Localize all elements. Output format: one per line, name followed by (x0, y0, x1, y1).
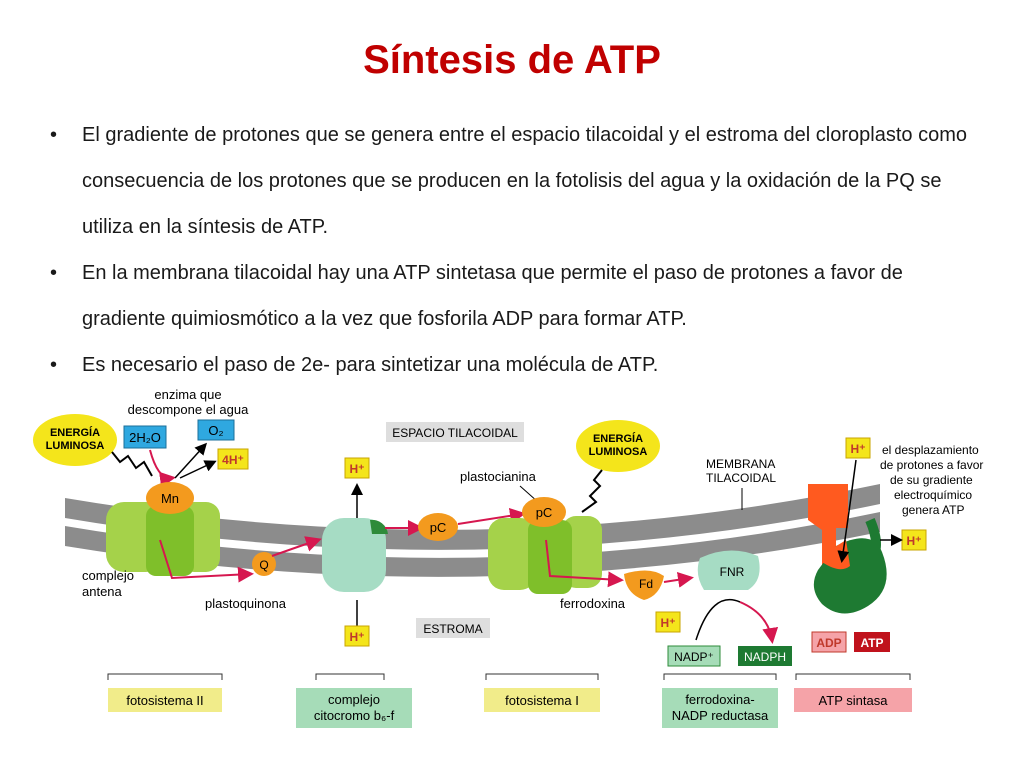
fotosistema-i-box: fotosistema I (484, 688, 600, 712)
proton-flow-arrow (837, 459, 857, 563)
svg-text:LUMINOSA: LUMINOSA (46, 440, 105, 452)
light-zigzag-1 (111, 451, 153, 477)
h4-box: 4H⁺ (217, 448, 249, 470)
plastoquinona-label: plastoquinona (205, 596, 287, 611)
nadp-box: NADP⁺ (667, 645, 721, 667)
fotosistema-ii-box: fotosistema II (108, 688, 222, 712)
enzima-label: enzima que (154, 387, 221, 402)
svg-text:ADP: ADP (816, 636, 841, 650)
fd-fnr-arrow (663, 571, 694, 588)
fnr-box: ferrodoxina- NADP reductasa (662, 688, 778, 728)
desplazamiento-label-3: de su gradiente (890, 473, 973, 487)
svg-text:pC: pC (536, 505, 553, 520)
bracket-lines (107, 673, 911, 680)
svg-text:4H⁺: 4H⁺ (222, 453, 244, 467)
ferrodoxina-label: ferrodoxina (560, 596, 626, 611)
svg-text:LUMINOSA: LUMINOSA (589, 446, 648, 458)
svg-text:fotosistema I: fotosistema I (505, 693, 579, 708)
svg-text:ESPACIO TILACOIDAL: ESPACIO TILACOIDAL (392, 426, 518, 440)
electron-path-psii (159, 539, 254, 583)
adp-box: ADP (811, 631, 847, 653)
photosystem-i: pC (488, 497, 602, 594)
energia-luminosa-1: ENERGÍA LUMINOSA (33, 414, 117, 466)
h4-arrow (179, 460, 217, 479)
svg-text:NADP⁺: NADP⁺ (674, 650, 714, 664)
membrana-label-2: TILACOIDAL (706, 471, 776, 485)
fnr-enzyme: FNR (697, 550, 760, 590)
membrana-label: MEMBRANA (706, 457, 775, 471)
h-plus-atp-right: H⁺ (901, 529, 927, 551)
nadph-arrow (739, 601, 779, 644)
svg-text:pC: pC (430, 520, 447, 535)
svg-text:NADP reductasa: NADP reductasa (672, 708, 769, 723)
o2-arrow (174, 442, 208, 479)
estroma-label: ESTROMA (416, 618, 490, 638)
svg-text:ATP sintasa: ATP sintasa (819, 693, 889, 708)
nadph-box: NADPH (738, 646, 792, 666)
svg-text:Mn: Mn (161, 491, 179, 506)
h-plus-fnr: H⁺ (655, 611, 681, 633)
plastoquinona-q: Q (252, 552, 276, 576)
bullet-item: En la membrana tilacoidal hay una ATP si… (50, 250, 980, 342)
bullet-item: El gradiente de protones que se genera e… (50, 112, 980, 250)
nadp-curve (695, 598, 741, 641)
svg-text:citocromo b₆-f: citocromo b₆-f (314, 708, 395, 723)
svg-text:O₂: O₂ (208, 423, 223, 438)
o2-box: O₂ (197, 419, 235, 441)
desplazamiento-label: el desplazamiento (882, 443, 979, 457)
svg-text:fotosistema II: fotosistema II (126, 693, 203, 708)
light-zigzag-2 (581, 469, 603, 513)
electron-path-q (271, 536, 322, 557)
svg-text:H⁺: H⁺ (851, 442, 866, 456)
svg-text:H⁺: H⁺ (350, 630, 365, 644)
desplazamiento-label-5: genera ATP (902, 503, 964, 517)
espacio-tilacoidal-label: ESPACIO TILACOIDAL (386, 422, 524, 442)
svg-text:2H₂O: 2H₂O (129, 430, 161, 445)
bullet-item: Es necesario el paso de 2e- para sinteti… (50, 342, 980, 388)
svg-text:ESTROMA: ESTROMA (423, 622, 482, 636)
water-split-arrow (149, 449, 176, 488)
atp-box: ATP (854, 632, 890, 652)
complejo-antena-label: complejo (82, 568, 134, 583)
svg-text:FNR: FNR (720, 565, 745, 579)
photosynthesis-diagram: ENERGÍA LUMINOSA enzima que descompone e… (33, 387, 983, 728)
desplazamiento-label-4: electroquímico (894, 488, 972, 502)
h-plus-atp-top: H⁺ (845, 437, 871, 459)
slide-title: Síntesis de ATP (363, 38, 661, 82)
svg-text:ATP: ATP (860, 636, 883, 650)
atp-sintasa-box: ATP sintasa (794, 688, 912, 712)
bullet-list: El gradiente de protones que se genera e… (50, 112, 980, 388)
pc-transfer-arrow (457, 507, 526, 525)
plastocianina-pc-1: pC (418, 513, 458, 541)
svg-text:H⁺: H⁺ (661, 616, 676, 630)
svg-text:H⁺: H⁺ (907, 534, 922, 548)
h2o-box: 2H₂O (123, 425, 167, 449)
enzima-label-2: descompone el agua (128, 402, 249, 417)
svg-text:H⁺: H⁺ (350, 462, 365, 476)
desplazamiento-label-2: de protones a favor (880, 458, 983, 472)
h-plus-bottom-cyt: H⁺ (344, 625, 370, 647)
h-plus-top-cyt: H⁺ (344, 457, 370, 479)
plastocianina-label: plastocianina (460, 469, 537, 484)
svg-text:ferrodoxina-: ferrodoxina- (685, 692, 754, 707)
energia-luminosa-2: ENERGÍA LUMINOSA (576, 420, 660, 472)
cytochrome-b6f (322, 518, 388, 592)
svg-text:complejo: complejo (328, 692, 380, 707)
svg-text:Fd: Fd (639, 577, 653, 591)
electron-path-psi (545, 539, 624, 588)
citocromo-box: complejo citocromo b₆-f (296, 688, 412, 728)
ferrodoxina-fd: Fd (624, 570, 664, 600)
photosystem-ii: Mn (106, 482, 220, 576)
svg-text:Q: Q (259, 558, 268, 572)
svg-text:ENERGÍA: ENERGÍA (593, 432, 643, 445)
complejo-antena-label-2: antena (82, 584, 123, 599)
svg-text:NADPH: NADPH (744, 650, 786, 664)
svg-text:ENERGÍA: ENERGÍA (50, 426, 100, 439)
